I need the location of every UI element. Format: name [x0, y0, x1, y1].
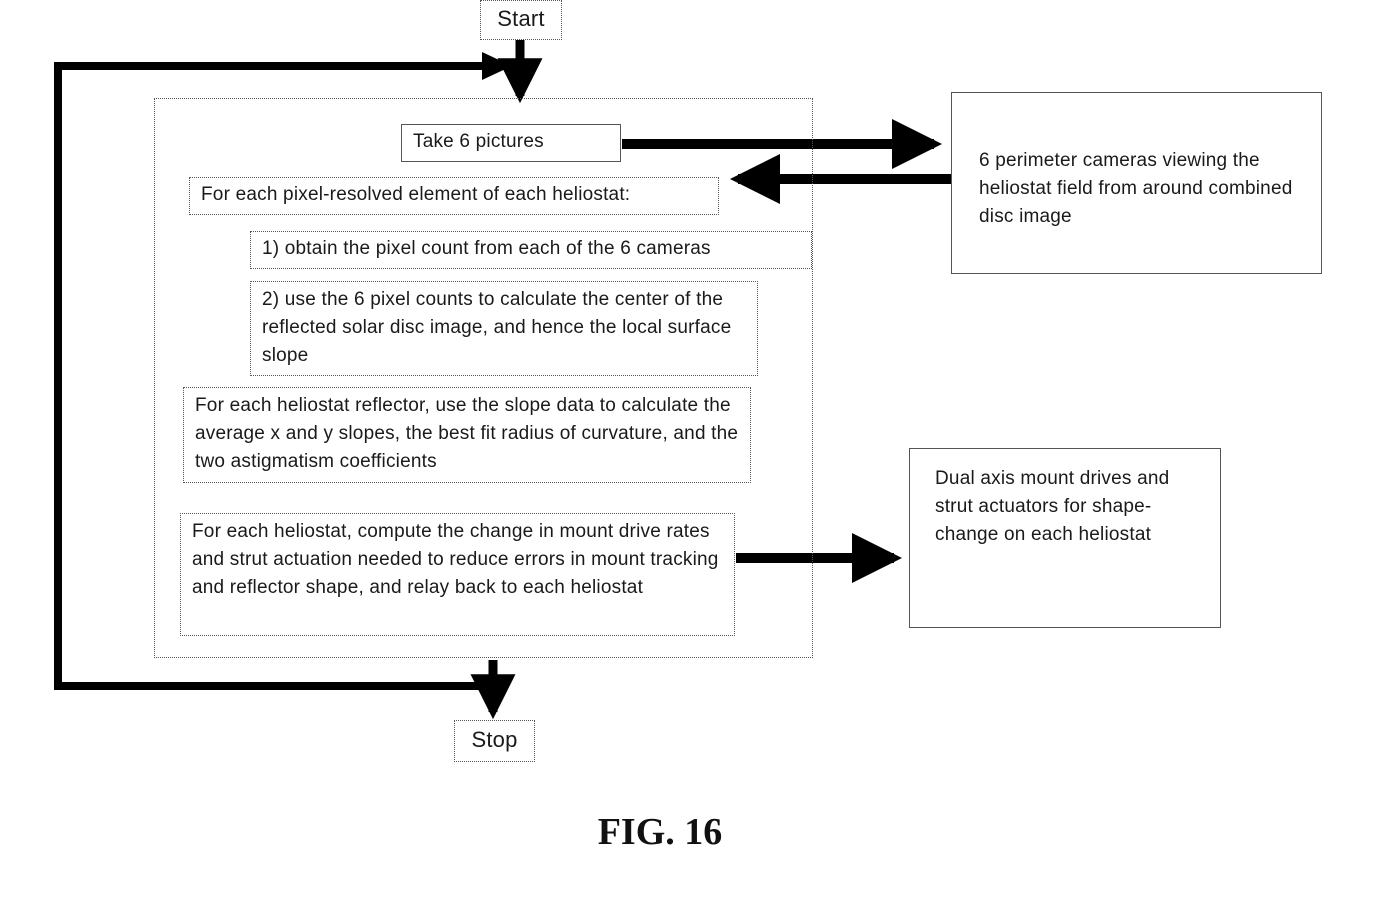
take-pictures-text: Take 6 pictures — [413, 131, 544, 152]
take-pictures-box: Take 6 pictures — [401, 124, 621, 162]
stop-label: Stop — [471, 727, 517, 752]
heliostat-compute-box: For each heliostat, compute the change i… — [180, 513, 735, 636]
heliostat-compute-text: For each heliostat, compute the change i… — [192, 521, 719, 598]
actuators-text: Dual axis mount drives and strut actuato… — [935, 468, 1169, 545]
cameras-box: 6 perimeter cameras viewing the heliosta… — [951, 92, 1322, 274]
step1-box: 1) obtain the pixel count from each of t… — [250, 231, 812, 269]
stop-terminal: Stop — [454, 720, 535, 762]
step2-box: 2) use the 6 pixel counts to calculate t… — [250, 281, 758, 376]
step1-text: 1) obtain the pixel count from each of t… — [262, 238, 711, 259]
figure-label: FIG. 16 — [560, 808, 760, 856]
reflector-analysis-box: For each heliostat reflector, use the sl… — [183, 387, 751, 483]
cameras-text: 6 perimeter cameras viewing the heliosta… — [979, 150, 1292, 227]
reflector-analysis-text: For each heliostat reflector, use the sl… — [195, 395, 738, 472]
loop-back-arrowhead — [482, 52, 512, 80]
actuators-box: Dual axis mount drives and strut actuato… — [909, 448, 1221, 628]
start-terminal: Start — [480, 0, 562, 40]
start-label: Start — [497, 6, 544, 31]
pixel-loop-text: For each pixel-resolved element of each … — [201, 184, 630, 205]
step2-text: 2) use the 6 pixel counts to calculate t… — [262, 289, 731, 366]
pixel-loop-box: For each pixel-resolved element of each … — [189, 177, 719, 215]
